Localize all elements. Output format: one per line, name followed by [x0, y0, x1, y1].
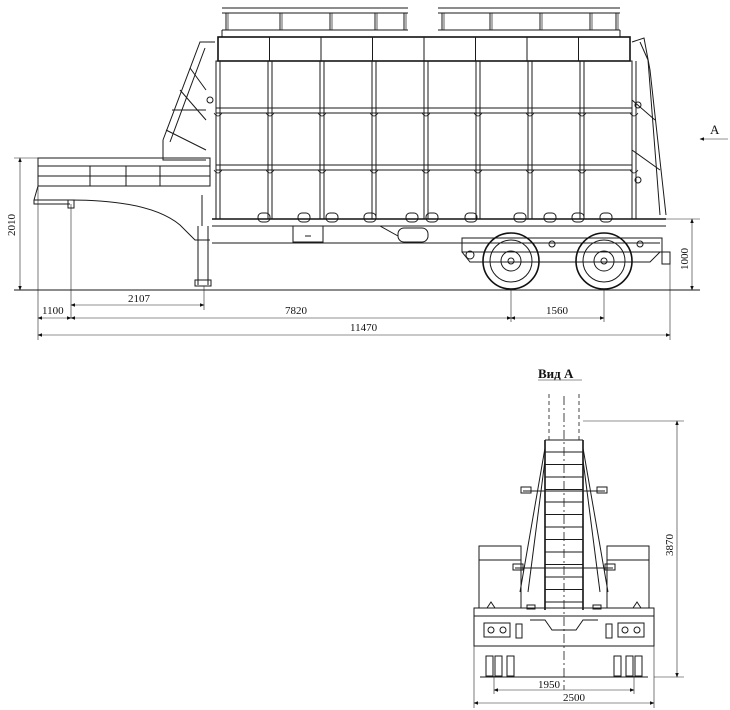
dim-overall-length-label: 11470: [350, 322, 378, 334]
cage-body: [212, 36, 666, 244]
rear-ladder-tower: [512, 439, 616, 610]
view-marker-label: A: [710, 122, 720, 137]
rear-view-title: Вид А: [538, 366, 574, 381]
dim-rear-height-label: 3870: [664, 534, 676, 557]
rear-platform: [473, 601, 655, 647]
dim-height-hitch-label: 2010: [6, 214, 18, 237]
dim-gooseneck: 2107: [70, 293, 205, 307]
wheel-front-axle: [482, 232, 540, 290]
roof-rails: [221, 7, 621, 37]
dim-width-label: 2500: [563, 692, 586, 704]
wheel-rear-axle: [575, 232, 633, 290]
underframe: [292, 225, 671, 265]
dim-gooseneck-label: 2107: [128, 293, 151, 305]
dim-rear-height: 3870: [583, 420, 684, 678]
dim-overall-length: 11470: [37, 322, 671, 337]
view-marker-a: A: [699, 122, 728, 141]
dim-axle-spread-label: 1560: [546, 305, 569, 317]
rear-ladder: [631, 37, 667, 216]
dim-wheelbase-label: 7820: [285, 305, 308, 317]
dim-row-1: 1100 7820 1560: [37, 305, 605, 320]
dim-height-platform-label: 1000: [679, 248, 691, 271]
landing-gear: [194, 195, 212, 287]
dim-height-platform: 1000: [666, 218, 700, 291]
front-ladder: [162, 41, 215, 161]
dim-track-label: 1950: [538, 679, 561, 691]
gooseneck-deck: [33, 157, 211, 241]
dim-front-overhang-label: 1100: [42, 305, 64, 317]
dim-extension-lines: [37, 186, 671, 340]
rear-view: Вид А: [473, 366, 684, 708]
dim-height-hitch: 2010: [6, 157, 38, 291]
rear-wheels: [480, 655, 648, 678]
dim-rear-widths: 1950 2500: [473, 646, 655, 708]
side-view: A 2010 1000 2107: [6, 7, 728, 340]
